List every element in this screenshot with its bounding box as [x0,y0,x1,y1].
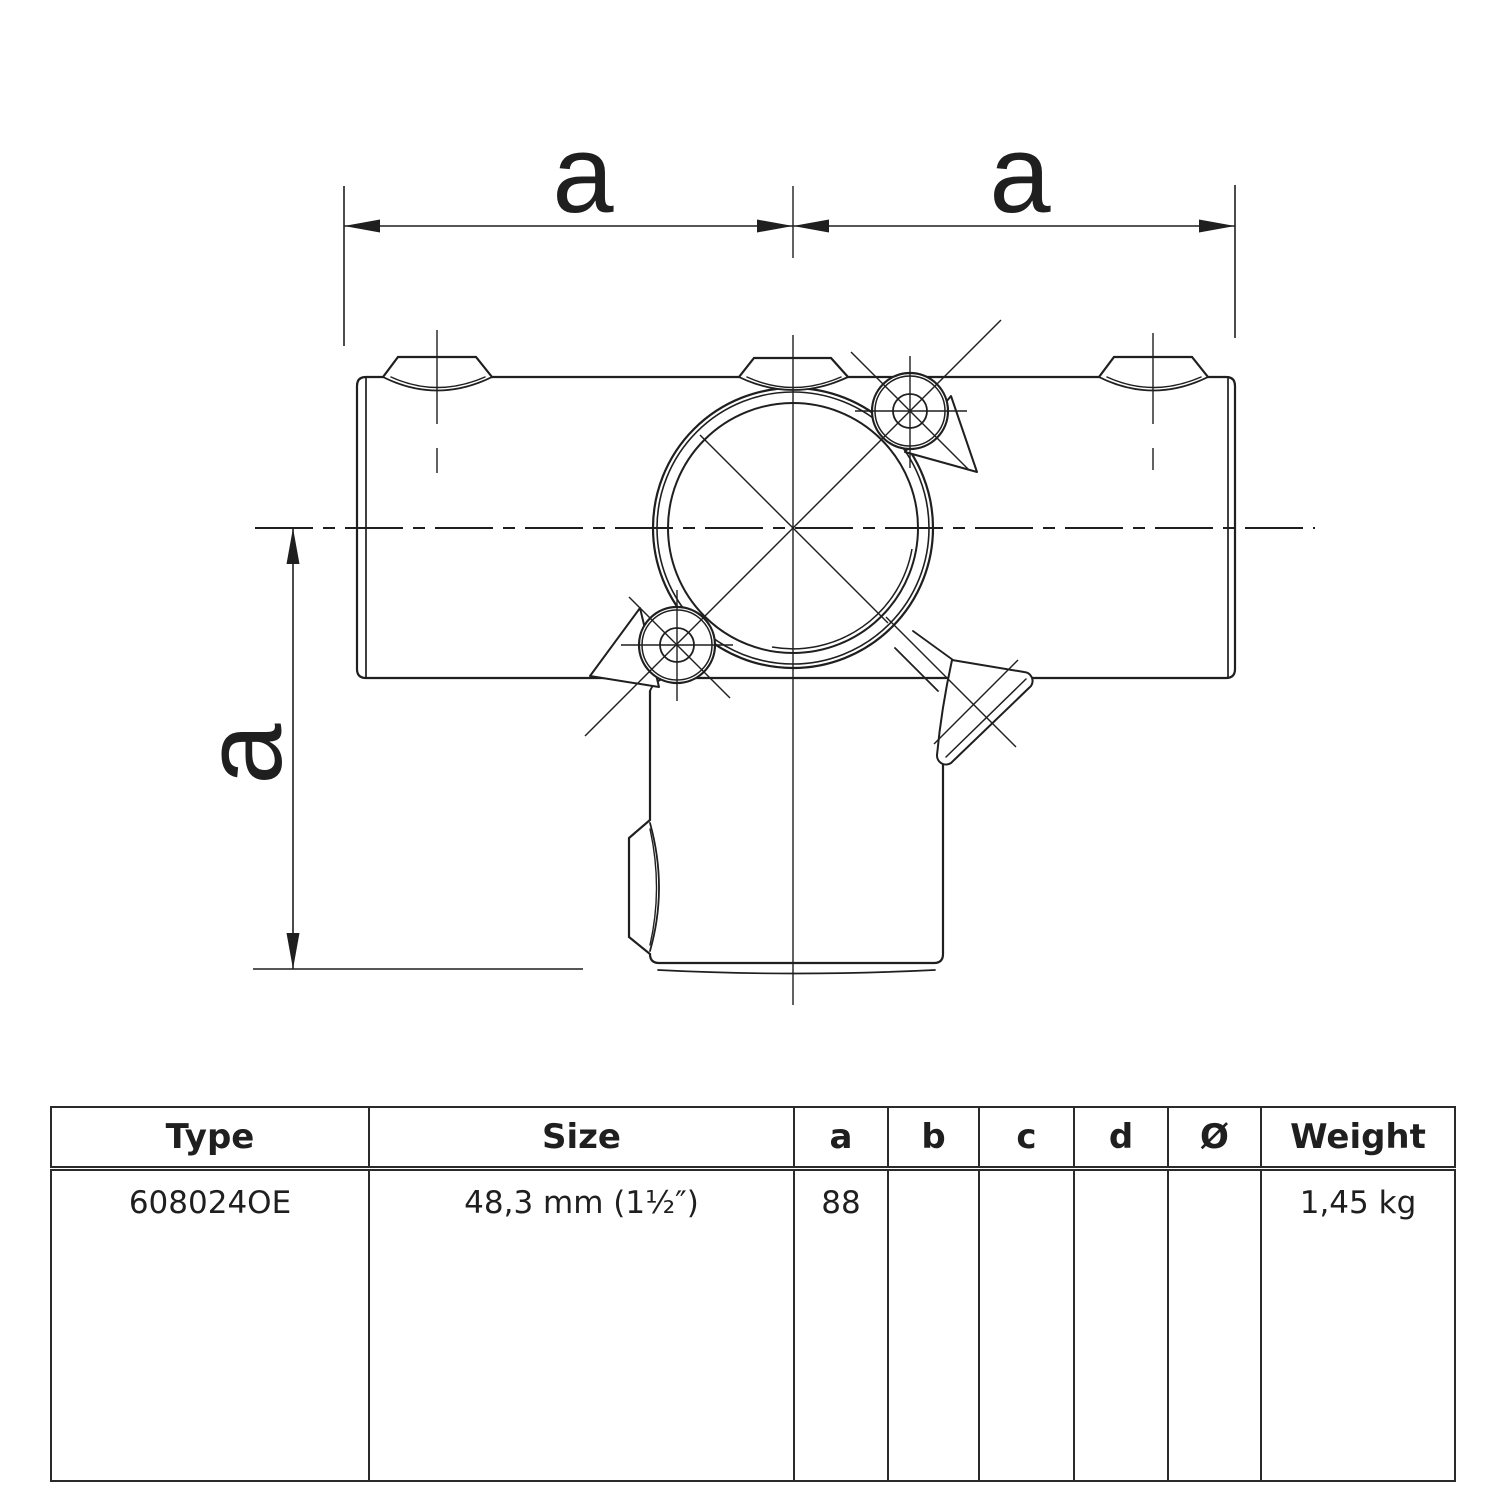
col-header-c: c [978,1106,1075,1171]
cell-c [978,1167,1075,1482]
cell-diameter [1167,1167,1262,1482]
spec-table: Type Size a b c d Ø Weight 608024OE 48,3… [50,1106,1456,1482]
centerlines [255,186,1315,1005]
dim-label-top-right: a [989,113,1051,236]
dimension-lines [253,185,1236,970]
col-header-b: b [887,1106,980,1171]
dim-label-left: a [182,723,305,785]
spec-table-header-row: Type Size a b c d Ø Weight [50,1106,1456,1171]
dim-label-top-left: a [552,113,614,236]
col-header-diameter: Ø [1167,1106,1262,1171]
col-header-type: Type [50,1106,370,1171]
dimension-labels: a a a [182,113,1051,785]
col-header-size: Size [368,1106,795,1171]
cell-type: 608024OE [50,1167,370,1482]
cell-a: 88 [793,1167,889,1482]
vertical-tube [627,678,945,975]
dimension-arrows [286,219,1235,969]
col-header-a: a [793,1106,889,1171]
col-header-d: d [1073,1106,1169,1171]
cell-d [1073,1167,1169,1482]
cell-size: 48,3 mm (1½″) [368,1167,795,1482]
cell-weight: 1,45 kg [1260,1167,1456,1482]
cell-b [887,1167,980,1482]
col-header-weight: Weight [1260,1106,1456,1171]
screw-boss-lower-right [894,630,1034,766]
spec-table-data-row: 608024OE 48,3 mm (1½″) 88 1,45 kg [50,1167,1456,1482]
